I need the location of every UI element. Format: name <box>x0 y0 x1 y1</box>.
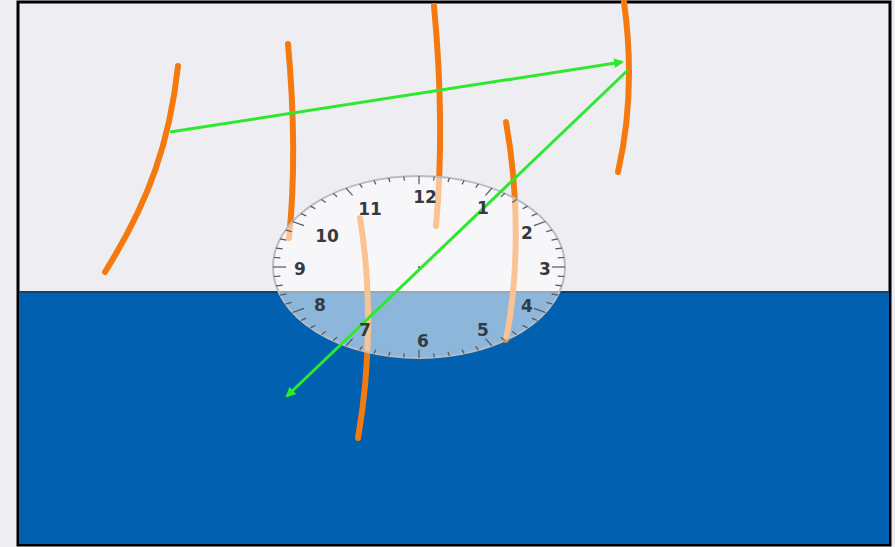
tick-mark <box>462 180 464 184</box>
tick-mark <box>448 352 449 356</box>
tick-mark <box>534 222 545 226</box>
tick-mark <box>512 332 516 335</box>
tick-mark <box>534 308 545 312</box>
tick-mark <box>280 239 286 240</box>
tick-mark <box>333 337 337 340</box>
tick-mark <box>523 206 528 209</box>
tick-mark <box>321 332 325 335</box>
tick-mark <box>552 266 565 267</box>
tick-mark <box>532 318 537 320</box>
tick-mark <box>552 239 558 240</box>
tick-mark <box>418 176 419 184</box>
clock-numeral: 5 <box>477 322 489 339</box>
tick-mark <box>552 294 558 295</box>
tick-mark <box>558 257 565 259</box>
tick-mark <box>286 230 292 232</box>
clock-face <box>273 176 565 358</box>
tick-mark <box>476 346 479 350</box>
tick-mark <box>374 180 376 184</box>
tick-mark <box>389 352 390 356</box>
clock-numeral: 6 <box>417 333 429 350</box>
wavefronts <box>105 2 629 438</box>
tick-mark <box>321 199 325 202</box>
tick-mark <box>485 339 492 346</box>
tick-mark <box>403 353 405 357</box>
clock-numeral: 12 <box>413 189 437 206</box>
tick-mark <box>311 325 316 328</box>
tick-mark <box>360 184 363 188</box>
tick-mark <box>501 193 505 196</box>
tick-mark <box>311 206 316 209</box>
tick-mark <box>333 193 337 196</box>
clock-numeral: 8 <box>314 297 326 314</box>
tick-mark <box>418 350 419 358</box>
tick-mark <box>360 346 363 350</box>
clock-numeral: 9 <box>294 261 306 278</box>
clock-numeral: 11 <box>358 201 382 218</box>
tick-mark <box>293 222 304 226</box>
tick-mark <box>546 302 552 304</box>
tick-mark <box>273 266 286 267</box>
tick-mark <box>558 275 565 277</box>
clock-numeral: 7 <box>359 322 371 339</box>
tick-mark <box>523 325 528 328</box>
tick-mark <box>433 353 435 357</box>
tick-mark <box>389 178 390 182</box>
tick-mark <box>512 199 516 202</box>
tick-mark <box>276 247 282 249</box>
clock-numeral: 4 <box>521 298 533 315</box>
tick-mark <box>462 350 464 354</box>
clock-numeral: 2 <box>521 225 533 242</box>
tick-mark <box>433 176 435 180</box>
tick-mark <box>286 302 292 304</box>
clock-numeral: 3 <box>539 261 551 278</box>
tick-mark <box>374 350 376 354</box>
tick-mark <box>403 176 405 180</box>
tick-mark <box>346 188 353 195</box>
tick-mark <box>301 214 306 216</box>
tick-mark <box>555 284 561 286</box>
clock-numeral: 1 <box>477 200 489 217</box>
tick-mark <box>276 284 282 286</box>
tick-mark <box>476 184 479 188</box>
tick-mark <box>448 178 449 182</box>
frame <box>18 2 890 545</box>
clock-numeral: 10 <box>315 228 339 245</box>
tick-mark <box>501 337 505 340</box>
tick-mark <box>546 230 552 232</box>
tick-mark <box>485 188 492 195</box>
tick-mark <box>532 214 537 216</box>
rays <box>170 62 628 396</box>
tick-mark <box>274 257 281 259</box>
tick-mark <box>301 318 306 320</box>
tick-mark <box>274 275 281 277</box>
tick-mark <box>555 247 561 249</box>
tick-mark <box>293 308 304 312</box>
tick-mark <box>280 294 286 295</box>
